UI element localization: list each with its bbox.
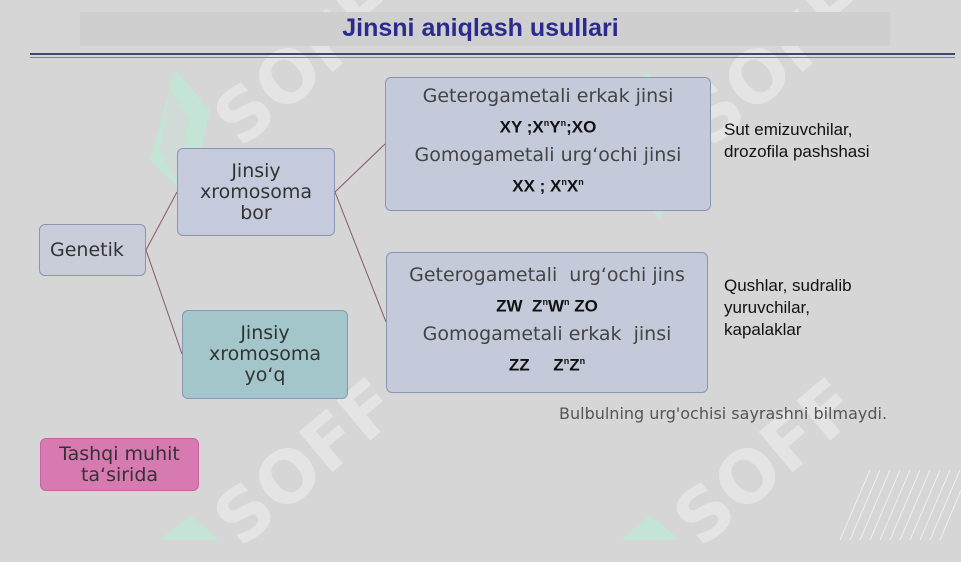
- page-title: Jinsni aniqlash usullari: [342, 14, 619, 42]
- connector-genetik-bor: [145, 191, 178, 251]
- connector-bor-bottom: [334, 191, 387, 323]
- node-jinsiy-xromosoma-yoq: Jinsiy xromosoma yo‘q: [182, 310, 348, 399]
- node-bor-label: Jinsiy xromosoma bor: [199, 159, 313, 224]
- title-bar: [80, 12, 890, 46]
- top-homogametic-label: Gomogametali urg‘ochi jinsi: [414, 144, 682, 166]
- side-note-birds: Qushlar, sudralib yuruvchilar, kapalakla…: [724, 276, 852, 339]
- title-underline: [30, 53, 955, 55]
- node-xy-system: Geterogametali erkak jinsi XY ;XnYn;XO G…: [385, 77, 711, 211]
- connector-bor-top: [334, 143, 386, 193]
- bottom-heterogametic-label: Geterogametali urg‘ochi jins: [409, 263, 685, 286]
- bottom-homogametic-label: Gomogametali erkak jinsi: [422, 322, 672, 345]
- connector-lines: [145, 143, 387, 355]
- footer-note: Bulbulning urg'ochisi sayrashni bilmaydi…: [559, 404, 888, 423]
- connector-genetik-yoq: [145, 249, 183, 355]
- watermark-leaf-shape: [160, 515, 220, 544]
- node-yoq-label: Jinsiy xromosoma yo‘q: [208, 322, 322, 386]
- side-note-mammals: Sut emizuvchilar, drozofila pashshasi: [724, 120, 870, 161]
- node-tashqi-label: Tashqi muhit ta‘sirida: [59, 442, 180, 486]
- bottom-formula-2: ZZ ZnZn: [508, 355, 586, 375]
- title-underline-thin: [30, 57, 955, 58]
- top-heterogametic-label: Geterogametali erkak jinsi: [422, 85, 674, 108]
- corner-hatch-decoration: [839, 470, 961, 540]
- node-genetik-label: Genetik: [50, 239, 124, 261]
- node-genetik: Genetik: [39, 224, 146, 276]
- bottom-formula-1: ZW ZnWn ZO: [496, 296, 598, 316]
- node-tashqi-muhit: Tashqi muhit ta‘sirida: [40, 438, 199, 491]
- top-formula-2: XX ; XnXn: [512, 176, 584, 196]
- watermark-leaf-shape: [620, 515, 680, 544]
- top-formula-1: XY ;XnYn;XO: [499, 118, 597, 137]
- node-zw-system: Geterogametali urg‘ochi jins ZW ZnWn ZO …: [386, 252, 708, 393]
- node-jinsiy-xromosoma-bor: Jinsiy xromosoma bor: [177, 148, 335, 236]
